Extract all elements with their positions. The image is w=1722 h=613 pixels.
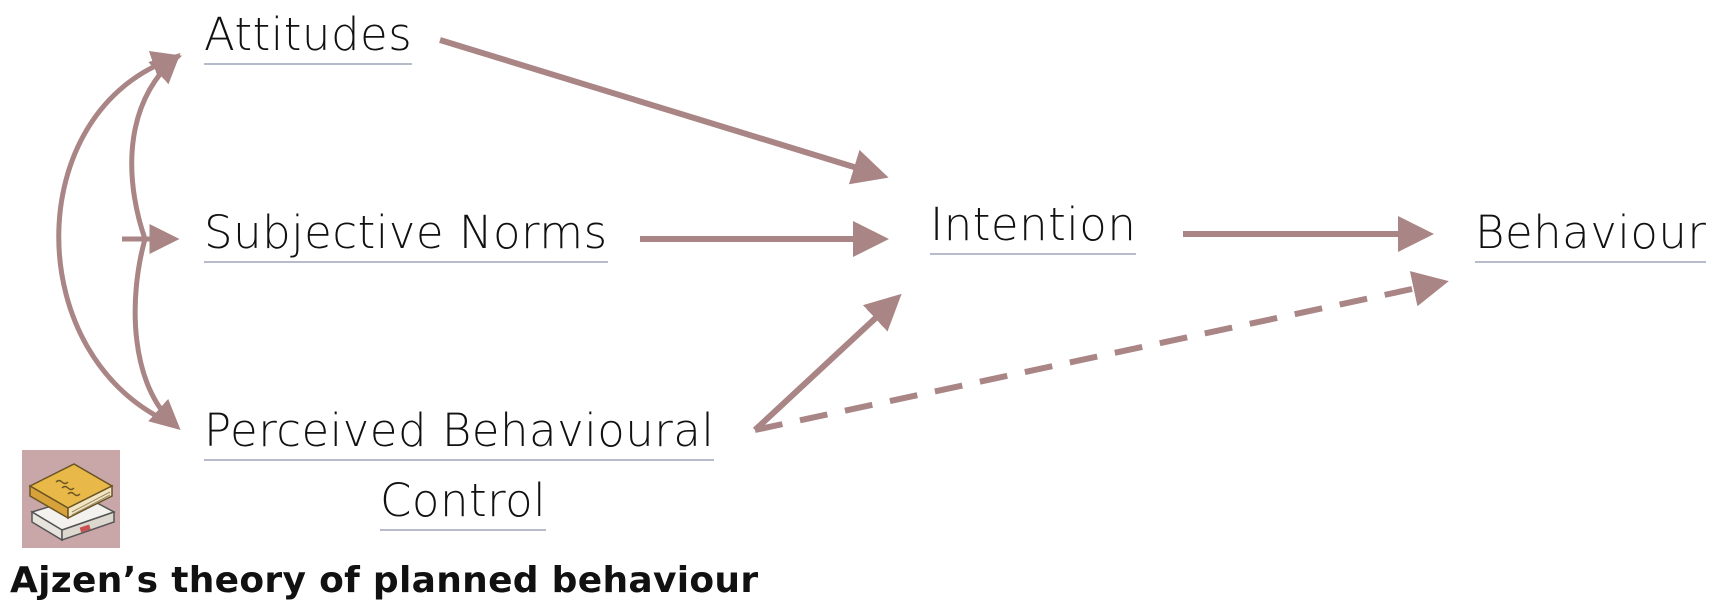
node-perceived-control-label-line1: Perceived Behavioural: [204, 404, 715, 461]
node-perceived-behavioural-control: Perceived Behavioural: [204, 404, 715, 461]
node-attitudes-label: Attitudes: [204, 8, 413, 65]
node-subjective-norms-label: Subjective Norms: [204, 206, 608, 263]
node-perceived-behavioural-control-line2: Control: [380, 474, 547, 531]
node-attitudes: Attitudes: [204, 8, 413, 65]
node-intention: Intention: [930, 198, 1137, 255]
curve-subjective-norms-to-attitudes: [129, 52, 181, 240]
node-behaviour-label: Behaviour: [1475, 206, 1707, 263]
books-icon: [22, 450, 120, 548]
node-intention-label: Intention: [930, 198, 1137, 255]
curve-subjective-norms-to-perceived-control: [132, 238, 181, 430]
arrow-attitudes-to-intention: [439, 37, 889, 185]
curve-perceived-control-to-attitudes: [56, 50, 183, 428]
dashed-arrow-perceived-control-to-behaviour: [754, 271, 1449, 433]
arrow-perceived-control-to-intention: [752, 293, 902, 433]
node-behaviour: Behaviour: [1475, 206, 1707, 263]
node-perceived-control-label-line2: Control: [380, 474, 547, 531]
node-subjective-norms: Subjective Norms: [204, 206, 608, 263]
diagram-caption: Ajzen’s theory of planned behaviour: [10, 560, 759, 601]
